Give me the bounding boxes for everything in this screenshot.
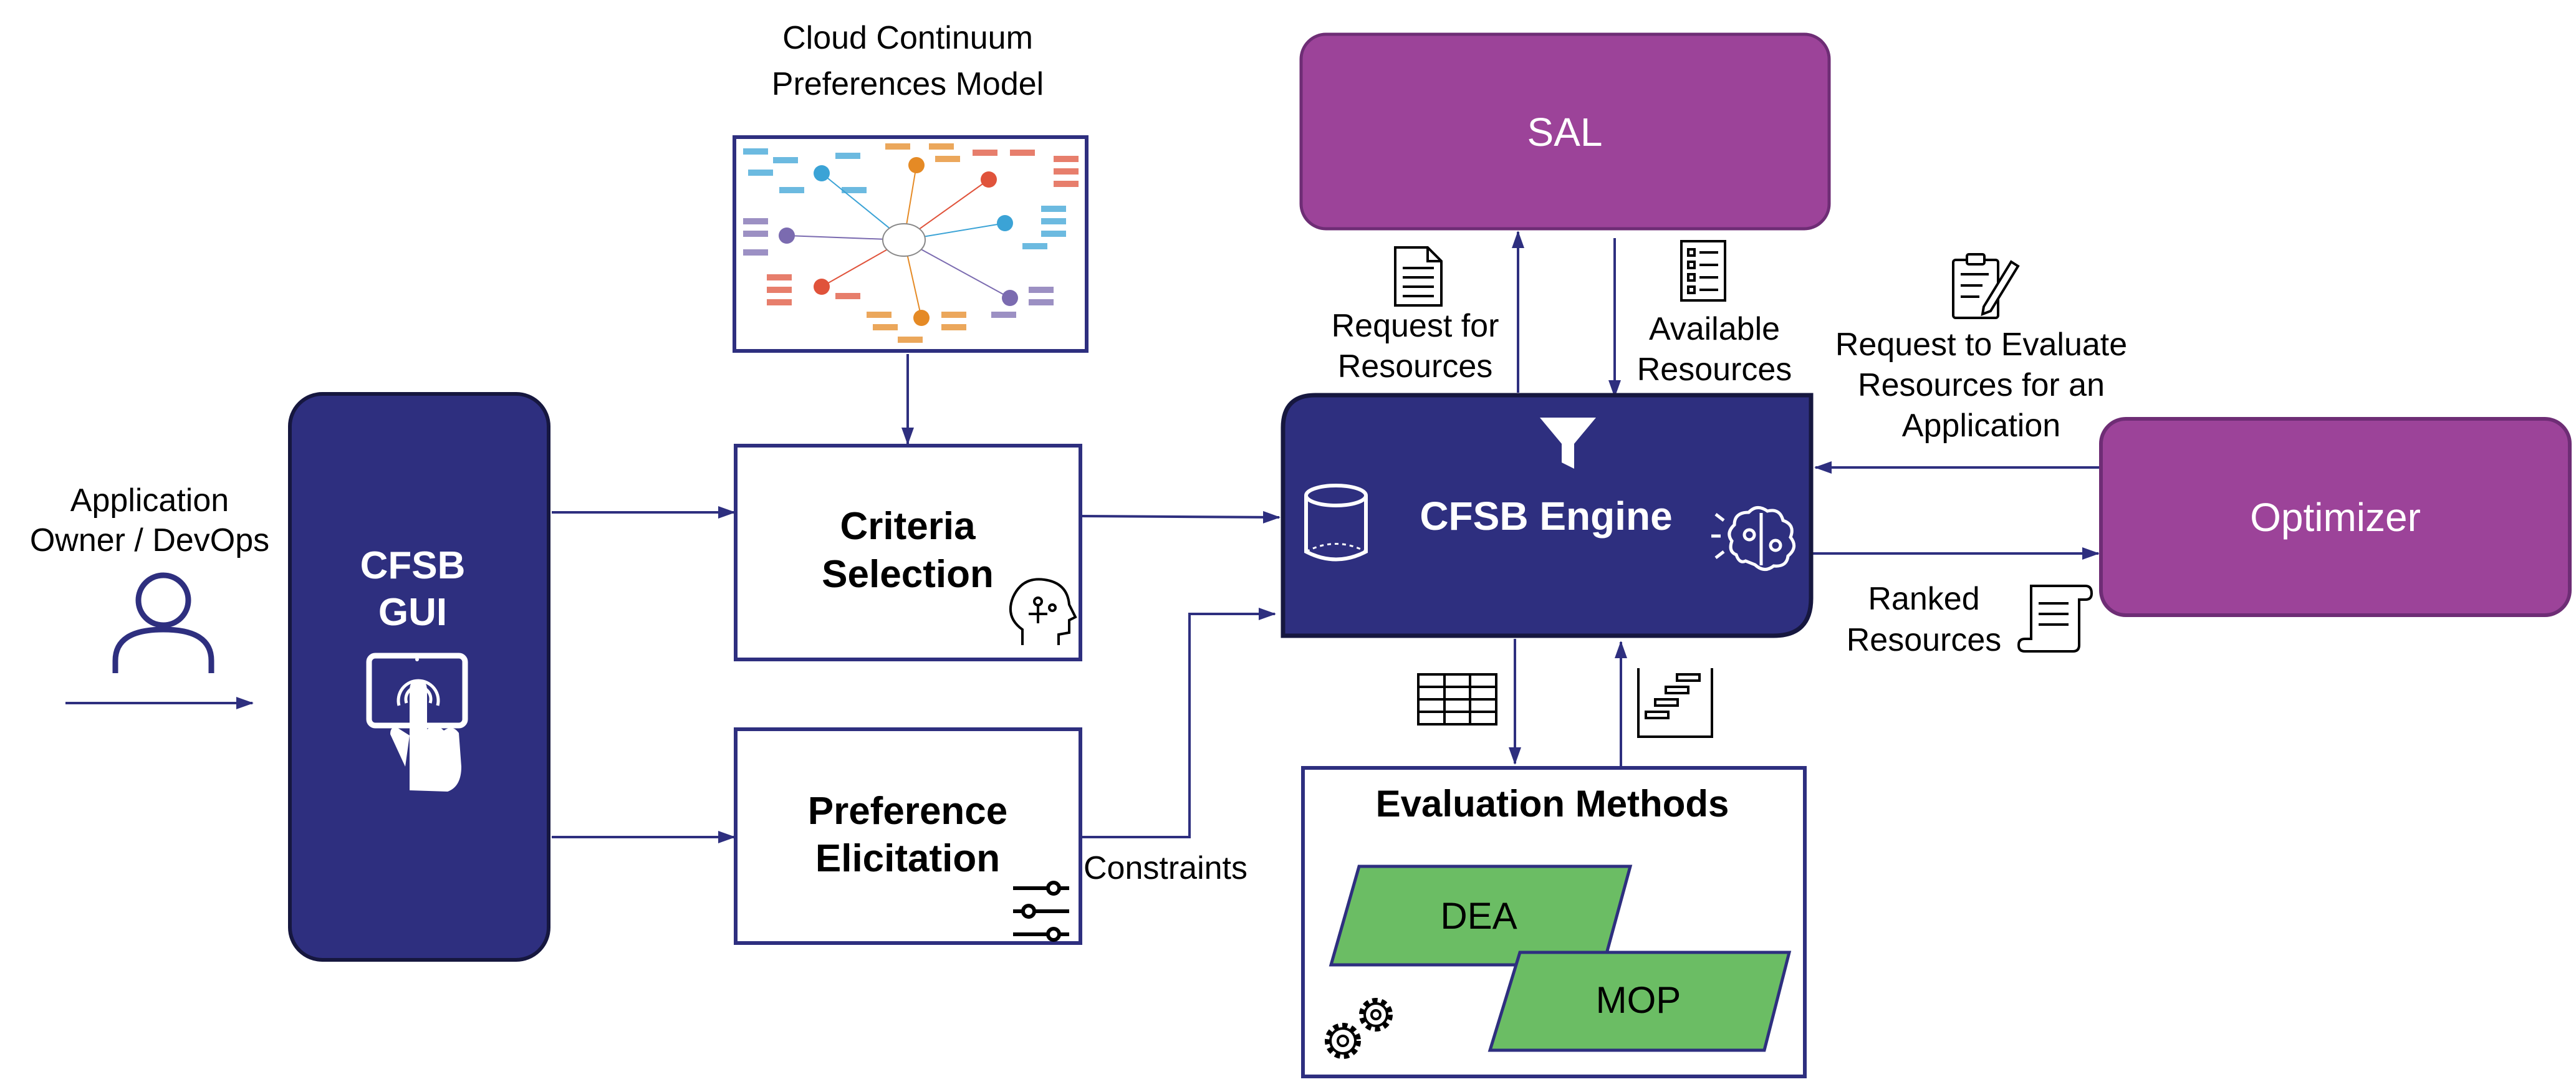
available-resources-line1: Available <box>1649 311 1780 347</box>
request-evaluate-line1: Request to Evaluate <box>1835 327 2127 363</box>
engine-box <box>1281 393 1814 638</box>
ai-brain-icon <box>1711 506 1796 571</box>
touch-screen-icon <box>366 653 468 792</box>
sal-box <box>1299 32 1831 231</box>
ranked-resources-line1: Ranked <box>1868 581 1979 617</box>
mop-label: MOP <box>1596 979 1681 1021</box>
constraints-label: Constraints <box>1084 850 1247 886</box>
criteria-box <box>734 444 1082 661</box>
ranked-resources-line2: Resources <box>1847 622 2002 658</box>
available-resources-line2: Resources <box>1637 352 1792 388</box>
evaluation-methods-block[interactable]: Evaluation Methods DEA MOP <box>1301 766 1807 1078</box>
request-resources-line1: Request for <box>1332 308 1499 344</box>
request-evaluate-line2: Resources for an <box>1858 367 2105 403</box>
ranked-resources: Ranked Resources <box>1847 581 2093 658</box>
gantt-chart-icon <box>1637 668 1713 738</box>
preference-title-line2: Elicitation <box>815 837 1000 880</box>
criteria-selection-block[interactable]: Criteria Selection <box>734 444 1082 661</box>
optimizer-title: Optimizer <box>2250 495 2421 540</box>
preferences-model: Cloud Continuum Preferences Model <box>733 20 1089 353</box>
document-icon <box>1394 246 1443 307</box>
dea-method[interactable]: DEA <box>1329 865 1633 967</box>
optimizer-box <box>2099 417 2572 617</box>
evaluation-title: Evaluation Methods <box>1376 783 1729 825</box>
model-title-line2: Preferences Model <box>772 66 1044 102</box>
request-resources-line2: Resources <box>1338 348 1493 385</box>
optimizer-block[interactable]: Optimizer <box>2099 417 2572 617</box>
preference-title-line1: Preference <box>808 790 1008 833</box>
arrow-criteria-to-engine <box>1081 510 1281 524</box>
application-owner-actor: Application Owner / DevOps <box>30 482 269 673</box>
arrow-constraints-to-engine <box>1082 608 1276 838</box>
funnel-icon <box>1540 418 1596 469</box>
model-title-line1: Cloud Continuum <box>782 20 1033 56</box>
engine-title: CFSB Engine <box>1420 494 1672 539</box>
mind-map-thumbnail <box>743 143 1079 343</box>
table-icon <box>1417 673 1497 726</box>
sliders-icon <box>1013 881 1069 942</box>
request-for-resources: Request for Resources <box>1332 246 1499 385</box>
connectors <box>65 231 2101 843</box>
request-to-evaluate: Request to Evaluate Resources for an App… <box>1835 253 2127 444</box>
actor-label-line1: Application <box>70 482 229 519</box>
sal-block[interactable]: SAL <box>1299 32 1831 231</box>
cfsb-gui-block[interactable]: CFSB GUI <box>288 392 550 962</box>
gui-title-line2: GUI <box>378 591 447 634</box>
cfsb-gui-box <box>288 392 550 962</box>
mop-shape <box>1487 951 1792 1052</box>
checklist-icon <box>1680 240 1726 302</box>
gui-title-line1: CFSB <box>360 544 466 587</box>
scroll-list-icon <box>2017 585 2093 653</box>
person-icon <box>112 572 214 673</box>
brain-head-icon <box>1009 578 1077 645</box>
cfsb-engine-block[interactable]: CFSB Engine <box>1281 393 1814 638</box>
dea-label: DEA <box>1440 895 1517 937</box>
sal-title: SAL <box>1527 110 1603 155</box>
clipboard-pen-icon <box>1952 253 2020 319</box>
criteria-title-line1: Criteria <box>840 505 976 548</box>
gears-icon <box>1325 998 1393 1059</box>
available-resources: Available Resources <box>1637 240 1792 388</box>
mop-method[interactable]: MOP <box>1487 951 1792 1052</box>
actor-label-line2: Owner / DevOps <box>30 522 269 558</box>
preference-elicitation-block[interactable]: Preference Elicitation <box>734 727 1082 945</box>
criteria-title-line2: Selection <box>822 553 994 596</box>
database-icon <box>1304 484 1368 562</box>
request-evaluate-line3: Application <box>1902 408 2060 444</box>
